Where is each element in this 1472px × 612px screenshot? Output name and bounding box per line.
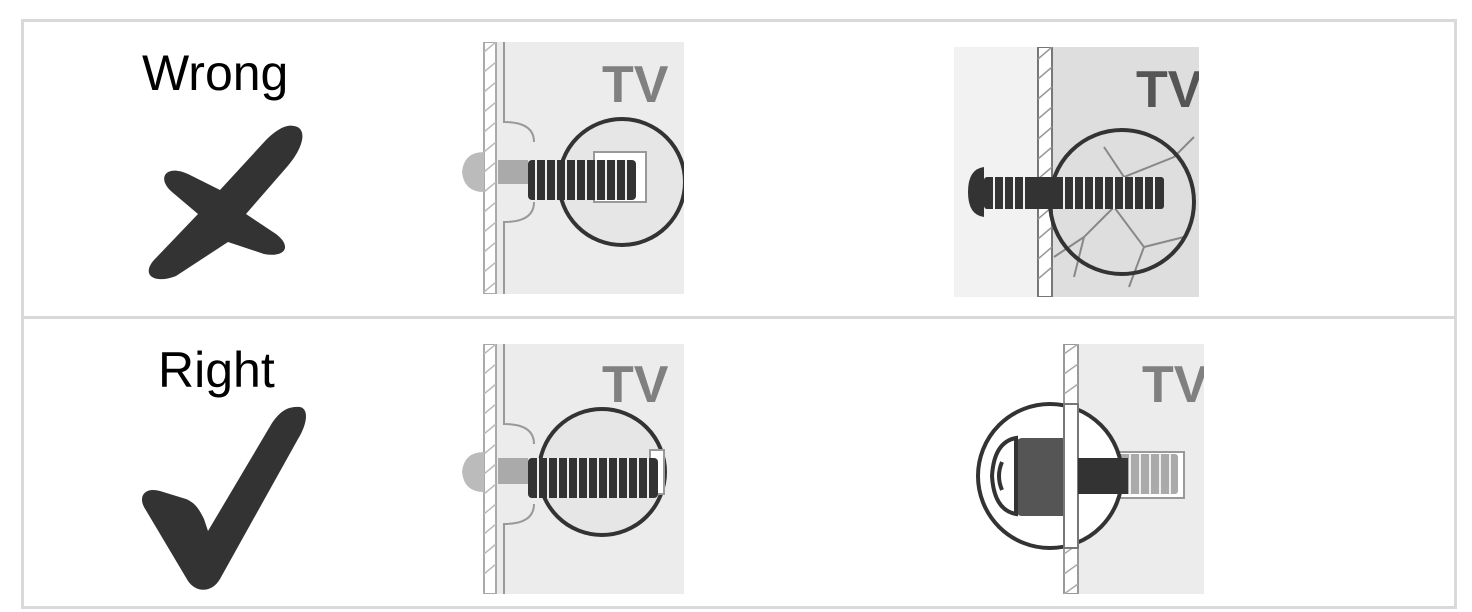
comparison-table: Wrong TV — [21, 19, 1457, 609]
wrong-row: Wrong TV — [24, 22, 1454, 316]
right-diagram-spacer-screw: TV — [976, 344, 1204, 594]
wrong-panel1-tv-label: TV — [602, 56, 669, 114]
wrong-panel2-tv-label: TV — [1136, 61, 1199, 119]
right-panel1-tv-label: TV — [602, 356, 669, 414]
checkmark-icon — [141, 406, 306, 590]
wrong-diagram-long-screw: TV — [954, 47, 1199, 297]
right-label: Right — [158, 342, 275, 398]
right-diagram-correct-screw: TV — [462, 344, 684, 594]
right-panel2-tv-label: TV — [1142, 356, 1204, 414]
wrong-label: Wrong — [142, 45, 289, 101]
wrong-diagram-short-screw: TV — [462, 42, 684, 294]
cross-icon — [148, 125, 303, 280]
right-row: Right TV — [24, 316, 1454, 612]
